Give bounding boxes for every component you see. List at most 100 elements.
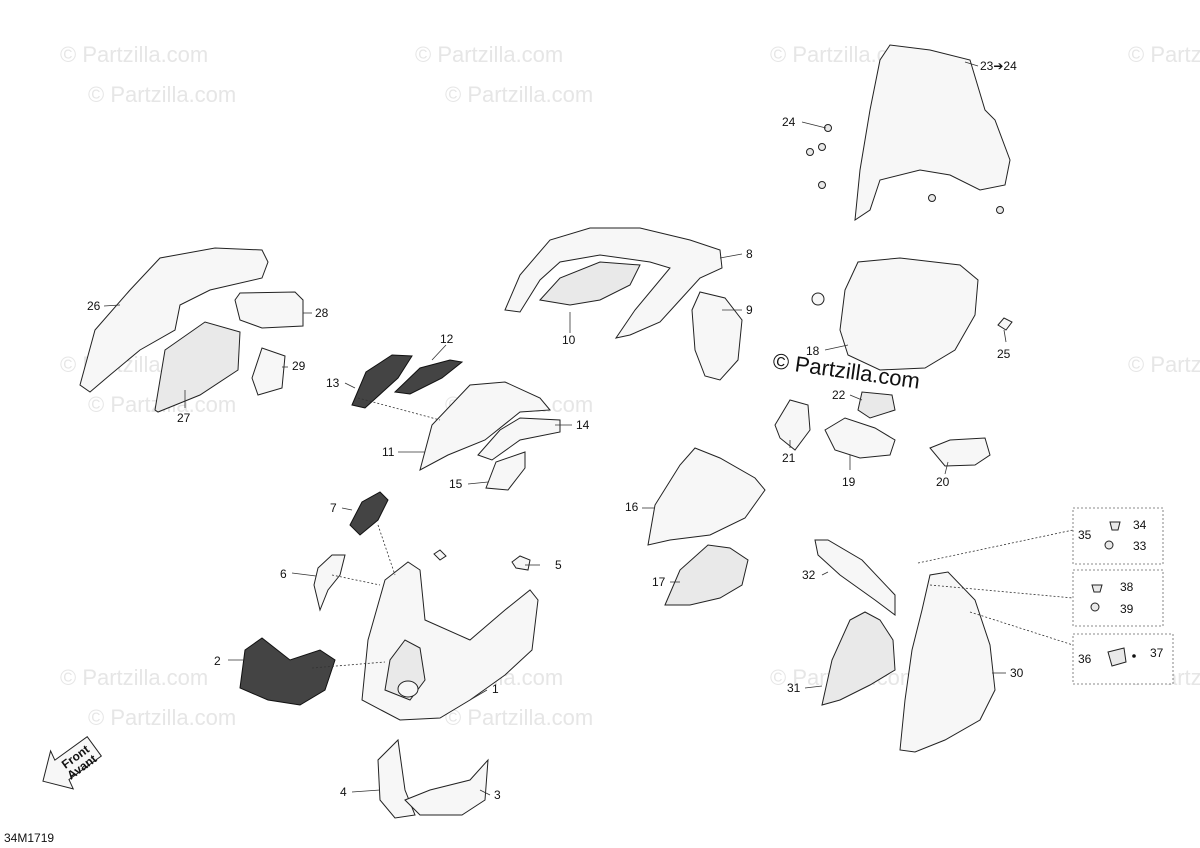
leader-line [719, 253, 743, 259]
callout-23: 23➔24 [980, 59, 1017, 73]
leader-line [801, 121, 827, 129]
part-26-side-panel [79, 247, 269, 393]
callout-13: 13 [326, 376, 340, 390]
watermark: © Partzilla.com [88, 705, 236, 730]
part-29-patch [251, 347, 286, 396]
screw-icon [1109, 521, 1121, 531]
watermark: © Partzilla.com [445, 705, 593, 730]
callout-16: 16 [625, 500, 639, 514]
part-21-bracket [774, 399, 811, 451]
watermark-layer: © Partzilla.com © Partzilla.com © Partzi… [60, 42, 1200, 730]
screw-icon [928, 194, 936, 202]
leader-lines [103, 61, 1007, 796]
part-25-grommet-left [811, 292, 825, 306]
leader-line [103, 304, 121, 307]
part-18-headlight-housing [839, 257, 979, 371]
part-15-trim-strip [485, 451, 526, 491]
part-10-cowl-insert [539, 261, 641, 306]
callout-14: 14 [576, 418, 590, 432]
callout-19: 19 [842, 475, 856, 489]
part-23-windshield [854, 44, 1011, 222]
leader-line [479, 789, 491, 796]
part-7-grille [349, 491, 389, 536]
watermark: © Partzilla.com [1128, 42, 1200, 67]
part-16-side-cover [647, 447, 766, 546]
front-direction-arrow: Front Avant [42, 735, 103, 790]
screw-icon [818, 181, 826, 189]
leader-line [431, 344, 447, 361]
callout-37: 37 [1150, 646, 1164, 660]
callout-8: 8 [746, 247, 753, 261]
part-25-spring [997, 317, 1013, 331]
part-1-small-clip [433, 549, 447, 561]
callout-29: 29 [292, 359, 306, 373]
part-8-upper-cowl [504, 227, 723, 339]
part-2-lower-grille [239, 637, 336, 706]
callout-38: 38 [1120, 580, 1134, 594]
watermark: © Partzilla.com [1128, 352, 1200, 377]
callout-11: 11 [382, 445, 395, 459]
part-11-nose-panel [419, 381, 552, 471]
part-22-trim [857, 391, 896, 419]
screw-icon [1090, 602, 1100, 612]
screw-icon [818, 143, 826, 151]
callout-34: 34 [1133, 518, 1147, 532]
hardware-box-34-35-33 [1072, 507, 1164, 565]
callout-32: 32 [802, 568, 816, 582]
part-12-grille-right [393, 359, 464, 395]
leader-line [291, 572, 317, 577]
callout-30: 30 [1010, 666, 1024, 680]
part-3-lower-trim [404, 758, 489, 816]
callout-5: 5 [555, 558, 562, 572]
callout-10: 10 [562, 333, 576, 347]
screw-icon [806, 148, 814, 156]
callout-36: 36 [1078, 652, 1092, 666]
assembly-line [377, 524, 396, 576]
leader-line [351, 789, 381, 793]
part-20-trim [929, 437, 991, 467]
callout-26: 26 [87, 299, 101, 313]
callout-12: 12 [440, 332, 454, 346]
nut-icon [1104, 540, 1114, 550]
hardware-icons [1090, 521, 1136, 667]
callout-20: 20 [936, 475, 950, 489]
part-13-grille-left [351, 354, 413, 409]
callout-33: 33 [1133, 539, 1147, 553]
callout-21: 21 [782, 451, 796, 465]
leader-line [849, 394, 863, 401]
callout-9: 9 [746, 303, 753, 317]
leader-line [944, 461, 949, 475]
leader-line [824, 344, 849, 351]
callout-6: 6 [280, 567, 287, 581]
part-27-side-panel-insert [154, 321, 241, 413]
part-19-trim [824, 417, 896, 459]
callout-15: 15 [449, 477, 463, 491]
leader-line [344, 382, 356, 389]
diagram-code: 34M1719 [4, 831, 54, 845]
assembly-line [917, 529, 1074, 564]
callout-labels: 1 2 3 4 5 6 7 8 9 10 11 12 13 14 15 16 1… [87, 59, 1164, 802]
clip-icon [1091, 584, 1103, 593]
clip-icon [1107, 647, 1127, 667]
watermark: © Partzilla.com [60, 665, 208, 690]
leader-line [341, 507, 353, 511]
callout-28: 28 [315, 306, 329, 320]
callout-39: 39 [1120, 602, 1134, 616]
assembly-line [331, 574, 381, 586]
leader-line [964, 61, 979, 67]
front-arrow-icon [42, 735, 103, 790]
watermark: © Partzilla.com [415, 42, 563, 67]
callout-2: 2 [214, 654, 221, 668]
part-1-front-nose [361, 561, 539, 721]
callout-24: 24 [782, 115, 796, 129]
callout-1: 1 [492, 682, 499, 696]
watermark: © Partzilla.com [445, 82, 593, 107]
leader-line [821, 571, 829, 576]
assembly-lines [311, 397, 1074, 669]
callout-3: 3 [494, 788, 501, 802]
leader-line [469, 689, 488, 701]
callout-7: 7 [330, 501, 337, 515]
part-14-trim [477, 417, 561, 461]
part-4-lower-trim [377, 738, 416, 819]
